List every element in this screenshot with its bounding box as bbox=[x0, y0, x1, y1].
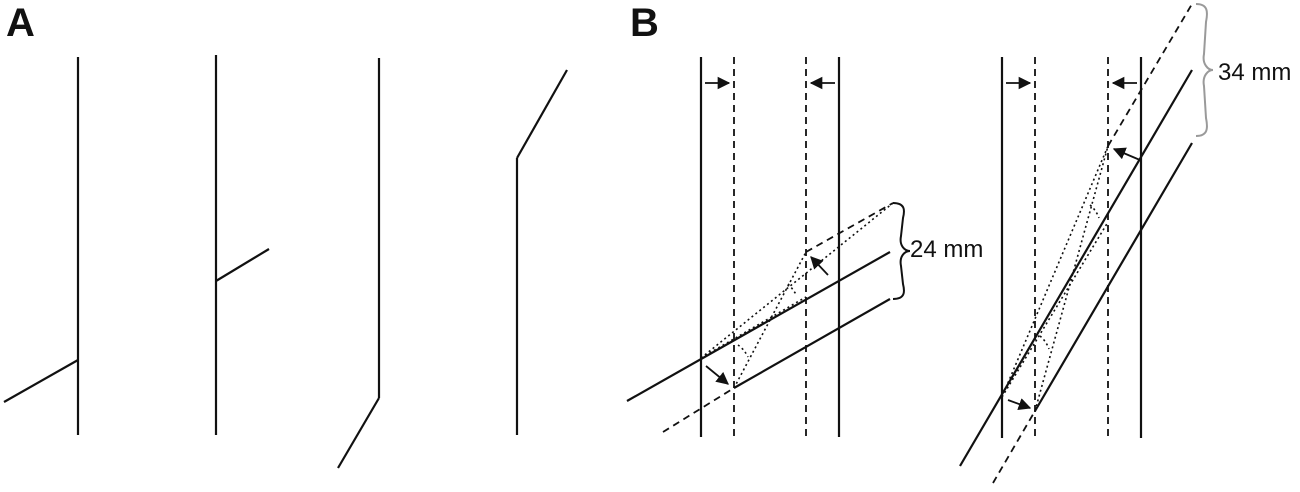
angle-mark bbox=[737, 344, 749, 358]
panel-a-diagram-3 bbox=[337, 58, 381, 469]
dotted-line bbox=[1001, 145, 1109, 398]
arrow-perpendicular-upper bbox=[1112, 147, 1141, 161]
oblique-line-upper bbox=[959, 69, 1193, 467]
angle-mark bbox=[1039, 335, 1050, 350]
oblique-line bbox=[3, 359, 79, 403]
oblique-line bbox=[337, 397, 380, 469]
brace bbox=[1195, 3, 1214, 137]
oblique-line-upper bbox=[626, 251, 891, 402]
dotted-line bbox=[733, 251, 807, 389]
oblique-dashed-lower bbox=[662, 387, 735, 433]
oblique-line-lower bbox=[1034, 142, 1193, 412]
arrow-perpendicular-lower bbox=[1007, 398, 1032, 411]
oblique-dashed-upper bbox=[805, 202, 894, 253]
panel-label-b: B bbox=[630, 1, 659, 45]
dotted-line bbox=[700, 296, 807, 359]
panel-b-diagram-1: 24 mm bbox=[626, 57, 983, 437]
angle-mark bbox=[787, 283, 798, 297]
oblique-line bbox=[516, 69, 568, 159]
panel-a bbox=[3, 55, 568, 469]
dotted-line bbox=[1001, 221, 1109, 398]
dotted-line bbox=[1034, 145, 1109, 412]
panel-a-diagram-1 bbox=[3, 57, 80, 435]
angle-mark bbox=[1089, 204, 1100, 219]
oblique-line-lower bbox=[733, 298, 891, 389]
oblique-line bbox=[215, 248, 270, 282]
oblique-dashed-lower bbox=[992, 410, 1036, 484]
oblique-dashed-upper bbox=[1107, 3, 1193, 147]
measurement-label-24mm: 24 mm bbox=[910, 236, 983, 263]
dotted-line bbox=[700, 202, 894, 359]
measurement-label-34mm: 34 mm bbox=[1218, 59, 1291, 86]
panel-b-diagram-2: 34 mm bbox=[959, 3, 1291, 484]
arrow-perpendicular-upper bbox=[810, 256, 829, 276]
brace bbox=[892, 202, 911, 300]
panel-label-a: A bbox=[6, 1, 35, 45]
panel-a-diagram-2 bbox=[214, 55, 270, 435]
panel-a-diagram-4 bbox=[515, 69, 568, 435]
arrow-perpendicular-lower bbox=[705, 365, 729, 385]
